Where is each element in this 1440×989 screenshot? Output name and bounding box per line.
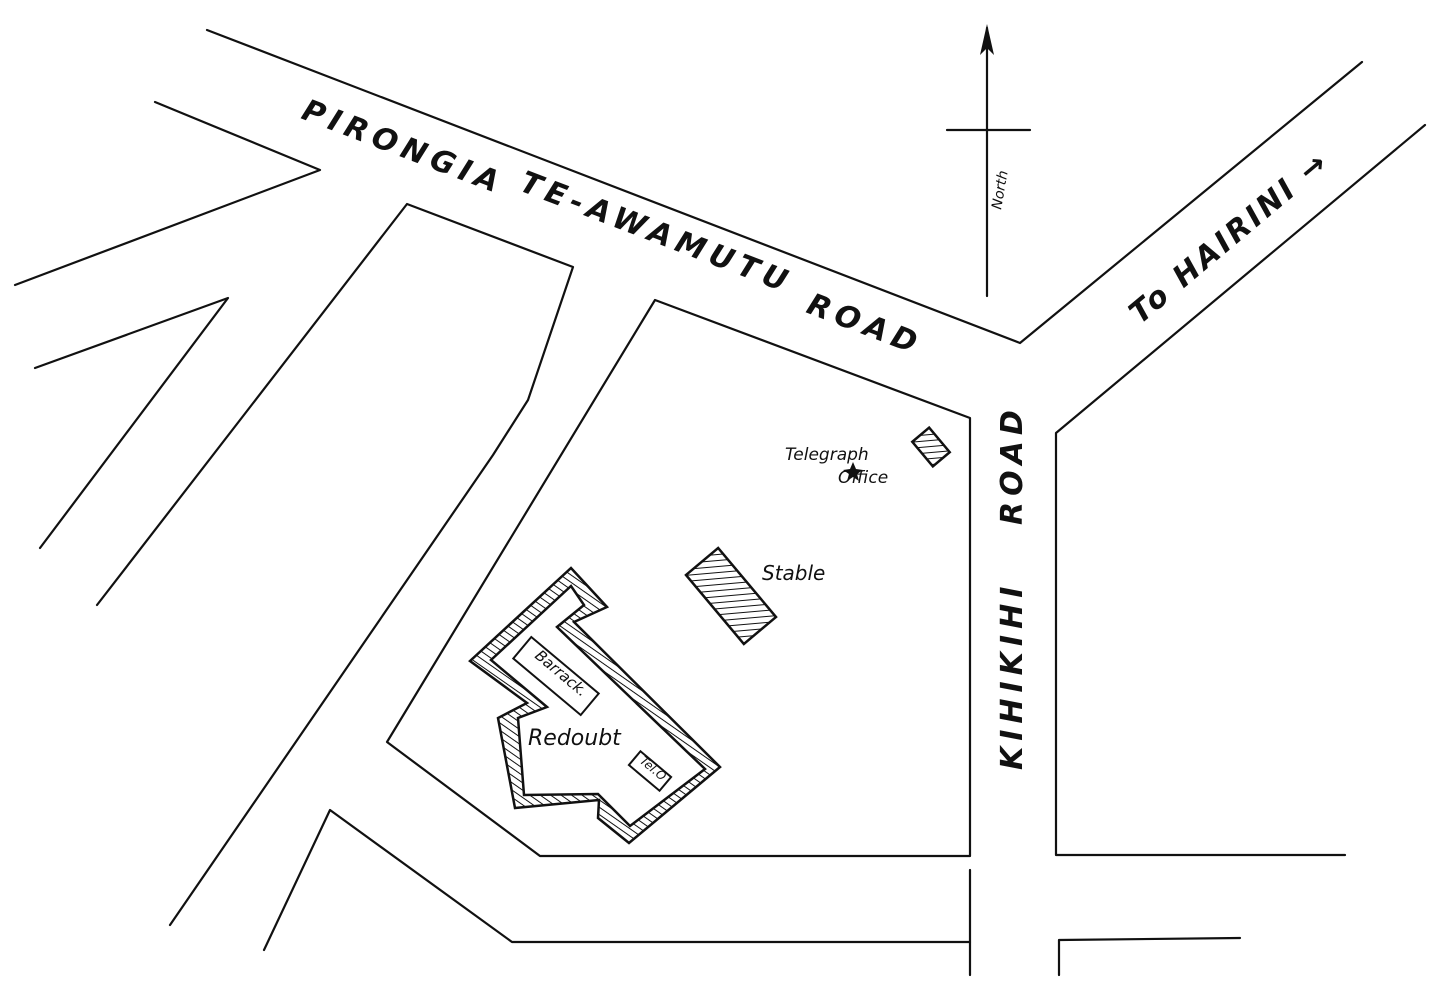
road-label-kihikihi: KIHIKIHI (995, 581, 1030, 770)
road-label-road: ROAD (802, 287, 927, 363)
telegraph-office-building (910, 425, 952, 469)
stable-building (684, 546, 778, 646)
north-label: North (989, 169, 1012, 210)
redoubt-wall (468, 566, 722, 845)
kihikihi-road-lines (968, 123, 1427, 977)
telegraph-office: Telegraph Office (785, 425, 952, 488)
main-road-lines (13, 28, 1364, 345)
tel-o-building (627, 749, 673, 793)
barrack-building (511, 635, 601, 717)
stable: Stable (684, 546, 825, 646)
west-road-lines (33, 202, 972, 952)
central-block (385, 298, 972, 858)
road-label-kihikihi-road: ROAD (995, 404, 1030, 525)
north-compass: North (945, 24, 1032, 298)
star-marker-icon (843, 462, 863, 481)
north-arrow-icon (980, 24, 994, 55)
redoubt-label: Redoubt (528, 726, 622, 751)
redoubt: Barrack. Redoubt Tel.O (468, 566, 722, 845)
stable-label: Stable (762, 561, 825, 585)
telegraph-office-label-1: Telegraph (785, 445, 869, 465)
road-label-te-awamutu: TE-AWAMUTU (515, 165, 798, 301)
road-label-pirongia: PIRONGIA (297, 93, 509, 202)
